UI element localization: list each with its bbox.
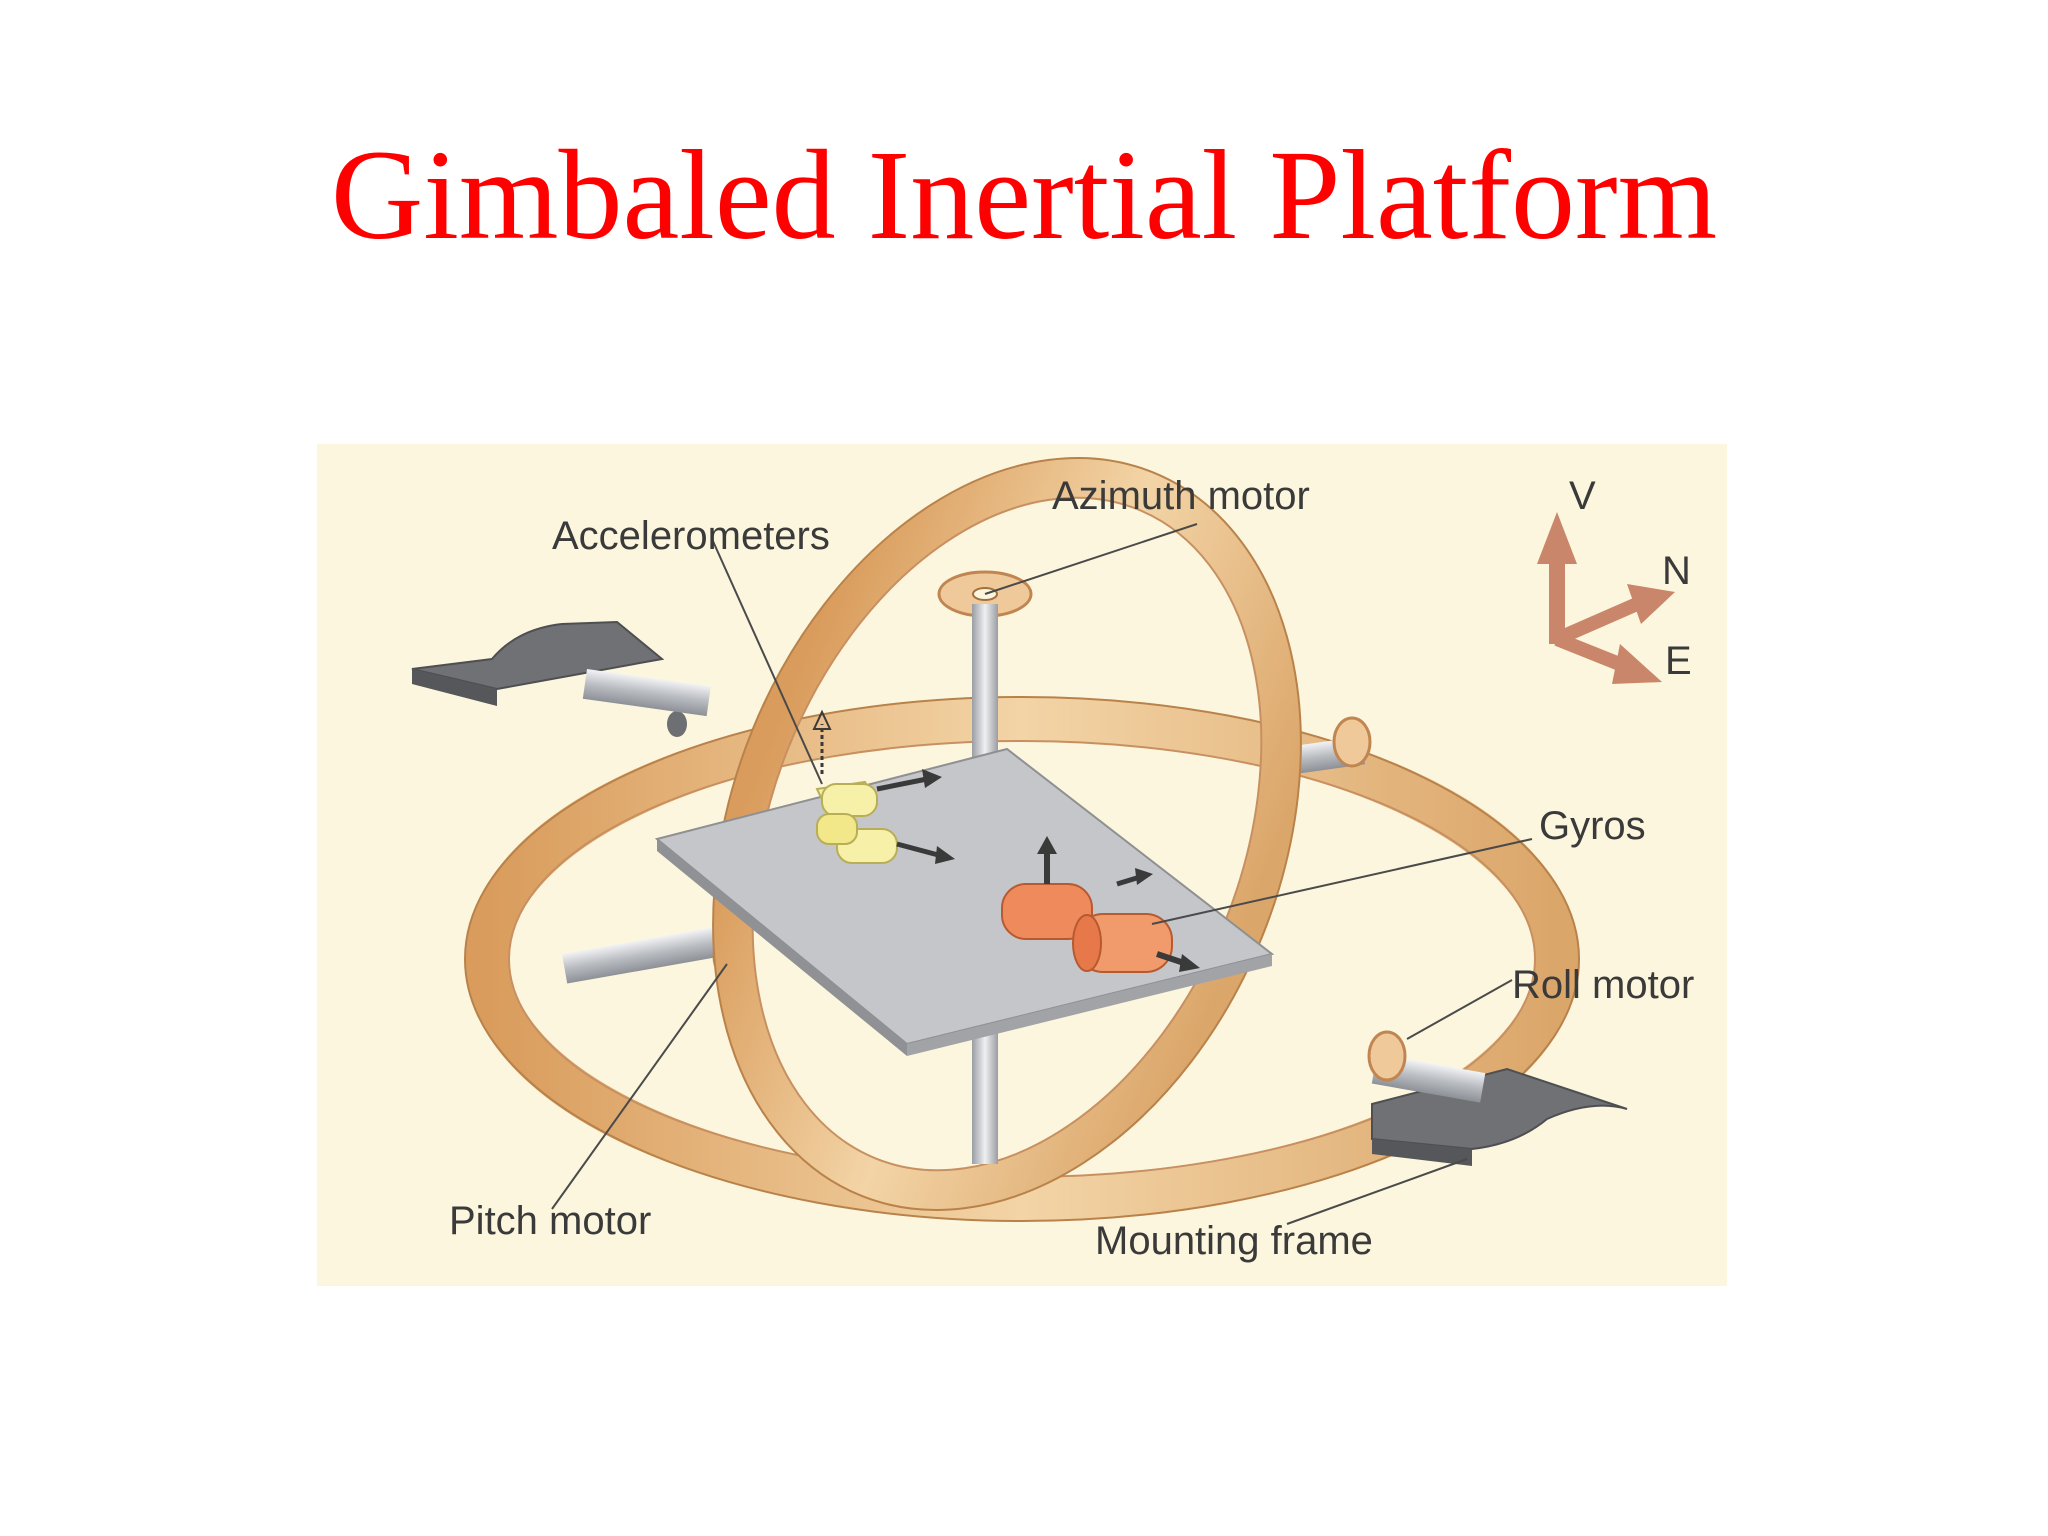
roll-motor-hub xyxy=(1367,1030,1407,1082)
ring-pivot-hole xyxy=(667,711,687,737)
accelerometers xyxy=(812,709,955,864)
mounting-frame-left xyxy=(411,620,711,717)
label-azimuth-motor: Azimuth motor xyxy=(1052,474,1310,518)
axis-label-v: V xyxy=(1569,474,1596,518)
label-roll-motor: Roll motor xyxy=(1512,963,1694,1007)
label-gyros: Gyros xyxy=(1539,804,1646,848)
axis-label-e: E xyxy=(1665,639,1692,683)
gimbal-illustration: Azimuth motor Accelerometers Gyros Roll … xyxy=(411,457,1694,1263)
label-mounting-frame: Mounting frame xyxy=(1095,1219,1373,1263)
mounting-frame-right xyxy=(1367,1030,1628,1166)
slide-title: Gimbaled Inertial Platform xyxy=(330,124,1718,266)
label-accelerometers: Accelerometers xyxy=(552,514,830,558)
axis-label-n: N xyxy=(1662,549,1691,593)
label-pitch-motor: Pitch motor xyxy=(449,1199,651,1243)
orientation-axes: V N E xyxy=(1537,474,1692,684)
gyros xyxy=(1001,836,1200,973)
leader-lines xyxy=(551,523,1533,1225)
gimbal-diagram: Azimuth motor Accelerometers Gyros Roll … xyxy=(317,444,1727,1286)
